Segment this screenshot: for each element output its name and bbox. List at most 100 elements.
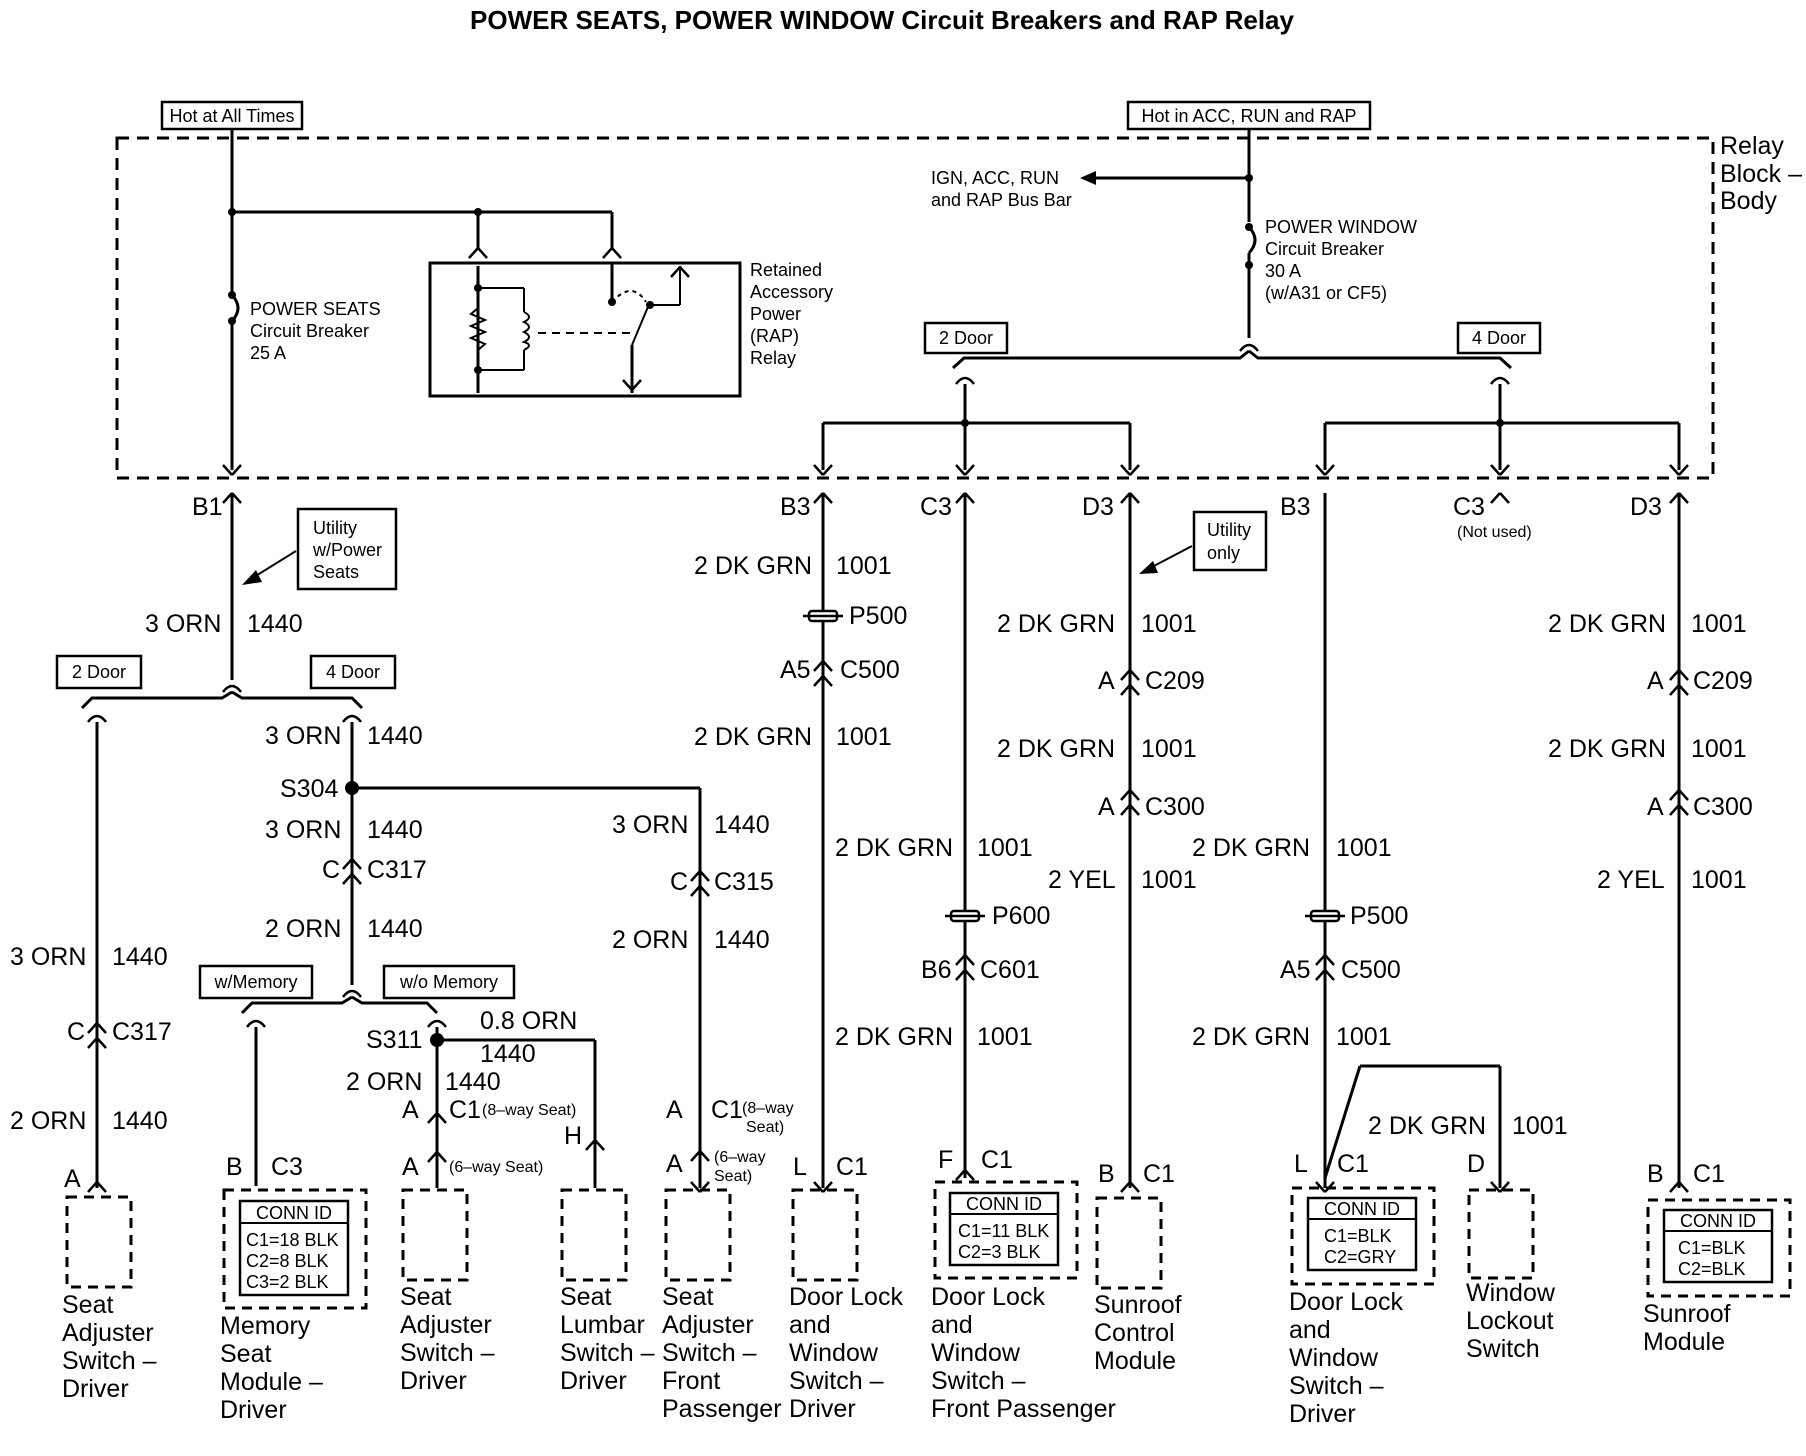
pin-h: H xyxy=(564,1122,582,1150)
svg-text:Driver: Driver xyxy=(1289,1400,1356,1428)
svg-text:Utility: Utility xyxy=(1207,520,1251,540)
wire-label-2yel: 2 YEL xyxy=(1597,866,1665,894)
svg-text:Front: Front xyxy=(662,1367,720,1395)
svg-text:Seat: Seat xyxy=(560,1283,611,1311)
wire-label-2orn: 2 ORN xyxy=(346,1068,422,1096)
svg-text:w/o Memory: w/o Memory xyxy=(399,972,498,992)
pin-b: B xyxy=(226,1153,243,1181)
svg-text:Utility: Utility xyxy=(313,518,357,538)
door-lock-driver-2door-wire xyxy=(801,493,845,1194)
svg-text:C1=BLK: C1=BLK xyxy=(1324,1226,1392,1246)
svg-text:Power: Power xyxy=(750,304,801,324)
svg-text:and: and xyxy=(931,1311,973,1339)
pin-a: A xyxy=(666,1150,683,1178)
svg-text:(RAP): (RAP) xyxy=(750,326,799,346)
svg-text:Driver: Driver xyxy=(789,1395,856,1423)
svg-text:Passenger: Passenger xyxy=(662,1395,782,1423)
wire-label-2dkgrn: 2 DK GRN xyxy=(1368,1112,1486,1140)
memory-branch-wire xyxy=(245,1019,267,1186)
wire-label-2dkgrn: 2 DK GRN xyxy=(835,834,953,862)
svg-text:4 Door: 4 Door xyxy=(1472,328,1526,348)
source-hot-at-all-times: Hot at All Times xyxy=(160,100,304,131)
pin-b3-4door: B3 xyxy=(1280,493,1311,521)
power-window-circuit-breaker-label: POWER WINDOW Circuit Breaker 30 A (w/A31… xyxy=(1265,217,1417,303)
wire-label-2dkgrn: 2 DK GRN xyxy=(835,1023,953,1051)
relay-block-outline xyxy=(115,136,1715,480)
connector-c1: C1 xyxy=(1143,1160,1175,1188)
svg-text:Adjuster: Adjuster xyxy=(62,1319,154,1347)
circuit-1001: 1001 xyxy=(836,552,892,580)
svg-text:Body: Body xyxy=(1720,187,1777,215)
svg-text:Control: Control xyxy=(1094,1319,1175,1347)
wire-label-2dkgrn: 2 DK GRN xyxy=(997,610,1115,638)
circuit-1440: 1440 xyxy=(714,926,770,954)
pin-b: B xyxy=(1098,1160,1115,1188)
passthrough-p500: P500 xyxy=(1350,902,1408,930)
svg-text:Accessory: Accessory xyxy=(750,282,833,302)
connector-c3: C3 xyxy=(271,1153,303,1181)
pin-c: C xyxy=(67,1018,85,1046)
connector-c601: C601 xyxy=(980,956,1040,984)
circuit-1440: 1440 xyxy=(480,1040,536,1068)
pin-d3-2door: D3 xyxy=(1082,493,1114,521)
svg-text:Driver: Driver xyxy=(400,1367,467,1395)
wire-label-2orn: 2 ORN xyxy=(265,915,341,943)
svg-text:Module –: Module – xyxy=(220,1368,323,1396)
svg-text:C2=3 BLK: C2=3 BLK xyxy=(958,1242,1041,1262)
svg-text:25 A: 25 A xyxy=(250,343,286,363)
seat-4door-branch-wire xyxy=(240,714,711,1194)
wire-label-3orn: 3 ORN xyxy=(612,811,688,839)
option-wo-memory: w/o Memory xyxy=(382,964,516,1000)
connector-c317: C317 xyxy=(367,856,427,884)
door-lock-driver-4door-wire xyxy=(1303,493,1511,1194)
connector-c1: C1 xyxy=(981,1146,1013,1174)
svg-text:Module: Module xyxy=(1094,1347,1176,1375)
wire-label-2dkgrn: 2 DK GRN xyxy=(1548,610,1666,638)
svg-text:C2=8 BLK: C2=8 BLK xyxy=(246,1251,329,1271)
wire-label-2yel: 2 YEL xyxy=(1048,866,1116,894)
svg-text:Switch –: Switch – xyxy=(662,1339,757,1367)
pin-c3-4door: C3 xyxy=(1453,493,1485,521)
pin-b6: B6 xyxy=(921,956,952,984)
pin-a: A xyxy=(1647,793,1664,821)
circuit-1001: 1001 xyxy=(977,834,1033,862)
circuit-1440: 1440 xyxy=(112,943,168,971)
circuit-1440: 1440 xyxy=(714,811,770,839)
pin-b3-2door: B3 xyxy=(780,493,811,521)
connector-c300: C300 xyxy=(1145,793,1205,821)
svg-text:CONN ID: CONN ID xyxy=(1324,1199,1400,1219)
wire-label-2orn: 2 ORN xyxy=(612,926,688,954)
component-door-lock-window-switch-front-passenger: CONN ID C1=11 BLK C2=3 BLK Door Lock and… xyxy=(931,1180,1116,1423)
svg-text:C2=GRY: C2=GRY xyxy=(1324,1247,1396,1267)
eight-way-seat-note: (8–way Seat) xyxy=(482,1102,576,1119)
svg-text:Seats: Seats xyxy=(313,562,359,582)
component-sunroof-module: CONN ID C1=BLK C2=BLK Sunroof Module xyxy=(1643,1198,1792,1356)
pin-b1: B1 xyxy=(192,493,223,521)
relay-block-label: Relay Block – Body xyxy=(1720,132,1802,215)
circuit-1001: 1001 xyxy=(1336,834,1392,862)
utility-power-seats-note: Utility w/Power Seats xyxy=(242,507,398,591)
svg-text:Retained: Retained xyxy=(750,260,822,280)
svg-text:Sunroof: Sunroof xyxy=(1094,1291,1182,1319)
svg-text:Switch –: Switch – xyxy=(62,1347,157,1375)
svg-text:Adjuster: Adjuster xyxy=(662,1311,754,1339)
svg-text:w/Power: w/Power xyxy=(312,540,382,560)
svg-text:Lockout: Lockout xyxy=(1466,1307,1554,1335)
svg-text:CONN ID: CONN ID xyxy=(1680,1211,1756,1231)
wire-label-2dkgrn: 2 DK GRN xyxy=(1192,1023,1310,1051)
door-lock-front-passenger-wire xyxy=(943,493,987,1182)
svg-text:Door Lock: Door Lock xyxy=(789,1283,903,1311)
pin-b: B xyxy=(1647,1160,1664,1188)
svg-text:Seat: Seat xyxy=(400,1283,451,1311)
splice-s311: S311 xyxy=(366,1026,423,1054)
circuit-1440: 1440 xyxy=(247,610,303,638)
wire-label-3orn: 3 ORN xyxy=(10,943,86,971)
svg-text:and: and xyxy=(789,1311,831,1339)
wire-label-2orn: 2 ORN xyxy=(10,1107,86,1135)
component-sunroof-control-module: Sunroof Control Module xyxy=(1094,1196,1182,1375)
svg-text:Door Lock: Door Lock xyxy=(1289,1288,1403,1316)
circuit-1001: 1001 xyxy=(1141,610,1197,638)
component-window-lockout-switch: Window Lockout Switch xyxy=(1466,1188,1556,1363)
svg-text:w/Memory: w/Memory xyxy=(213,972,297,992)
